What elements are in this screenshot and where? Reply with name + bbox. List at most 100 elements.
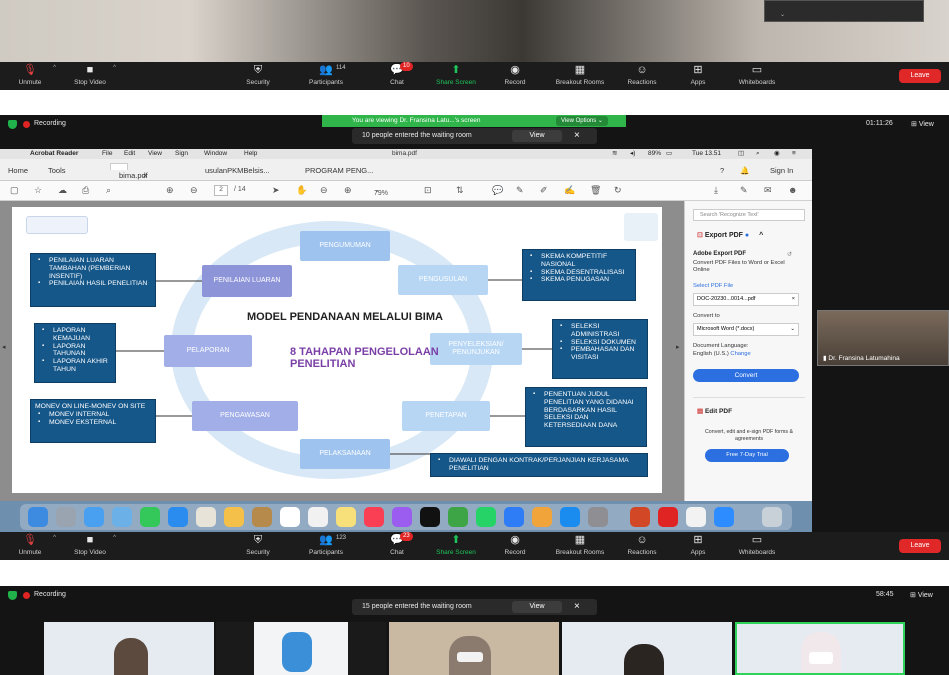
convert-button[interactable]: Convert <box>693 369 799 382</box>
pages-icon[interactable] <box>532 507 552 527</box>
tab-tools[interactable]: Tools <box>48 166 66 175</box>
sign-icon[interactable]: ✍ <box>564 185 576 195</box>
mail-app-icon[interactable] <box>112 507 132 527</box>
caret-up-icon[interactable]: ^ <box>113 535 116 541</box>
selected-file-field[interactable]: DOC-20230...0014...pdf× <box>693 293 799 306</box>
participant-tile-2[interactable] <box>216 622 386 675</box>
pdf-document-area[interactable]: PENGUMUMAN PENGUSULAN PENYELEKSIAN/ PENU… <box>0 201 684 501</box>
participant-tile-1[interactable] <box>44 622 214 675</box>
powerpoint-icon[interactable] <box>630 507 650 527</box>
menu-acrobat[interactable]: Acrobat Reader <box>30 150 79 157</box>
breakout-rooms-button[interactable]: ▦ Breakout Rooms <box>548 62 612 90</box>
notification-icon[interactable]: ≡ <box>792 150 796 157</box>
spotlight-search-icon[interactable]: ⌕ <box>756 150 760 157</box>
page-up-icon[interactable]: ⊕ <box>166 185 174 195</box>
new-file-icon[interactable]: ▢ <box>10 185 19 195</box>
unmute-button[interactable]: 🎙 Unmute ^ <box>0 62 60 90</box>
reminders-icon[interactable] <box>308 507 328 527</box>
keynote-icon[interactable] <box>504 507 524 527</box>
volume-icon[interactable]: ◂) <box>630 150 636 157</box>
participant-tile-4[interactable] <box>562 622 732 675</box>
chevron-down-icon[interactable]: ⌄ <box>780 12 786 18</box>
security-button[interactable]: ⛨ Security <box>228 62 288 90</box>
control-center-icon[interactable]: ◫ <box>738 150 745 157</box>
speaker-thumbnail-video[interactable] <box>817 310 949 366</box>
zoom-out-icon[interactable]: ⊖ <box>320 185 328 195</box>
view-waiting-room-button[interactable]: View <box>512 130 562 142</box>
bookmark-star-icon[interactable]: ☆ <box>34 185 43 195</box>
next-page-arrow-icon[interactable]: ▸ <box>676 344 680 351</box>
menu-view[interactable]: View <box>148 150 162 157</box>
breakout-rooms-button[interactable]: ▦ Breakout Rooms <box>548 532 612 560</box>
account-icon[interactable]: ☻ <box>788 185 798 195</box>
bell-icon[interactable]: 🔔 <box>740 166 750 175</box>
remove-file-icon[interactable]: × <box>791 296 795 302</box>
apps-button[interactable]: ⊞ Apps <box>668 532 728 560</box>
menu-file[interactable]: File <box>102 150 113 157</box>
scroll-icon[interactable]: ⇅ <box>456 185 464 195</box>
tab-usulan[interactable]: usulanPKMBelsis... <box>205 166 270 175</box>
rotate-icon[interactable]: ↻ <box>614 185 622 195</box>
leave-button[interactable]: Leave <box>899 539 941 553</box>
export-pdf-header[interactable]: ⊡ Export PDF ● ^ <box>697 232 764 239</box>
whiteboards-button[interactable]: ▭ Whiteboards <box>727 62 787 90</box>
zoom-search-icon[interactable]: ⌕ <box>106 185 112 195</box>
reactions-button[interactable]: ☺ Reactions <box>612 532 672 560</box>
mail-icon[interactable]: ✉ <box>764 185 772 195</box>
launchpad-icon[interactable] <box>56 507 76 527</box>
prev-page-arrow-icon[interactable]: ◂ <box>2 344 6 351</box>
notes-icon[interactable] <box>336 507 356 527</box>
close-icon[interactable]: × <box>574 130 580 141</box>
view-waiting-room-button[interactable]: View <box>512 601 562 613</box>
print-icon[interactable]: ⎙ <box>82 185 90 195</box>
security-button[interactable]: ⛨ Security <box>228 532 288 560</box>
maps-icon[interactable] <box>196 507 216 527</box>
numbers-icon[interactable] <box>448 507 468 527</box>
hand-tool-icon[interactable]: ✋ <box>296 185 308 195</box>
menu-window[interactable]: Window <box>204 150 228 157</box>
upload-cloud-icon[interactable]: ☁ <box>58 185 67 195</box>
tab-program[interactable]: PROGRAM PENG... <box>305 166 374 175</box>
leave-button[interactable]: Leave <box>899 69 941 83</box>
chat-button[interactable]: 💬 Chat 10 <box>367 62 427 90</box>
select-cursor-icon[interactable]: ➤ <box>272 185 280 195</box>
chat-button[interactable]: 💬 Chat 23 <box>367 532 427 560</box>
unmute-button[interactable]: 🎙 Unmute ^ <box>0 532 60 560</box>
caret-up-icon[interactable]: ^ <box>113 65 116 71</box>
participants-button[interactable]: 👥 Participants 123 <box>296 532 356 560</box>
facetime-icon[interactable] <box>140 507 160 527</box>
view-menu-button[interactable]: ⊞ View <box>911 121 934 128</box>
view-menu-button[interactable]: ⊞ View <box>910 592 933 599</box>
zoom-level-select[interactable]: 79% ⌄ <box>374 187 389 197</box>
close-tab-icon[interactable]: × <box>143 171 148 180</box>
free-trial-button[interactable]: Free 7-Day Trial <box>705 449 789 462</box>
caret-up-icon[interactable]: ^ <box>53 65 56 71</box>
trash-icon[interactable] <box>762 507 782 527</box>
recognize-text-search[interactable]: Search 'Recognize Text' <box>693 209 805 221</box>
record-button[interactable]: ◉ Record <box>485 532 545 560</box>
delete-icon[interactable]: 🗑 <box>590 185 602 195</box>
refresh-icon[interactable]: ↺ <box>787 252 793 258</box>
calendar-icon[interactable] <box>280 507 300 527</box>
draw-icon[interactable]: ✐ <box>540 185 548 195</box>
siri-icon[interactable]: ◉ <box>774 150 780 157</box>
select-pdf-link[interactable]: Select PDF File <box>693 283 734 289</box>
sign-in-button[interactable]: Sign In <box>770 166 794 175</box>
page-down-icon[interactable]: ⊖ <box>190 185 198 195</box>
tab-home[interactable]: Home <box>8 166 29 175</box>
self-view-thumbnail[interactable] <box>764 0 924 22</box>
participant-tile-3[interactable] <box>389 622 559 675</box>
menu-help[interactable]: Help <box>244 150 258 157</box>
music-icon[interactable] <box>364 507 384 527</box>
menu-edit[interactable]: Edit <box>124 150 136 157</box>
stop-video-button[interactable]: ■ Stop Video ^ <box>60 532 120 560</box>
finder-icon[interactable] <box>28 507 48 527</box>
apple-tv-icon[interactable] <box>420 507 440 527</box>
share-screen-button[interactable]: ⬆ Share Screen <box>426 532 486 560</box>
acrobat-icon[interactable] <box>658 507 678 527</box>
stop-video-button[interactable]: ■ Stop Video ^ <box>60 62 120 90</box>
zoom-app-icon[interactable] <box>714 507 734 527</box>
collapse-icon[interactable]: ^ <box>759 232 764 239</box>
help-icon[interactable]: ? <box>720 166 725 175</box>
zoom-in-icon[interactable]: ⊕ <box>344 185 352 195</box>
